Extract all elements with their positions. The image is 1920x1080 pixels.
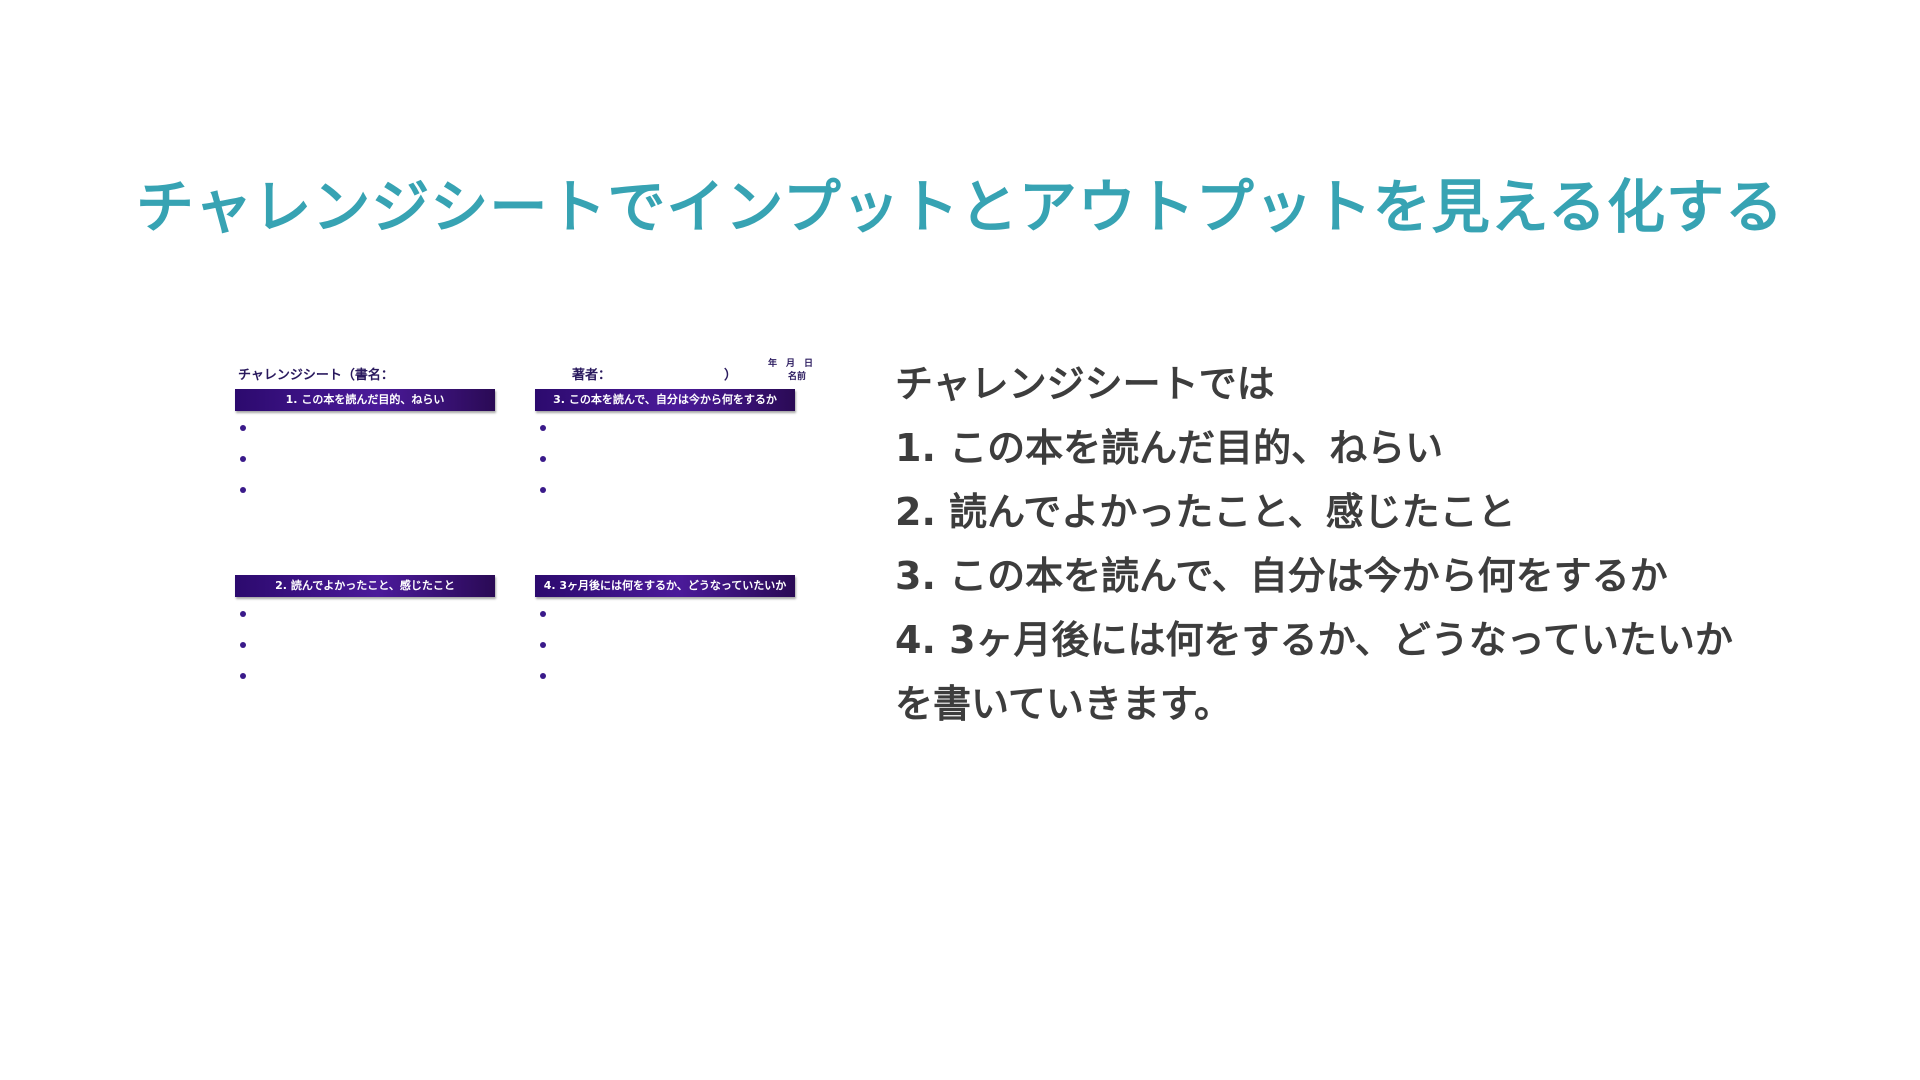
sheet-bullet-list <box>535 597 795 690</box>
sheet-section-action: 3. この本を読んで、自分は今から何をするか <box>535 389 795 504</box>
description-line-outro: を書いていきます。 <box>895 682 1233 726</box>
description-line-2: 2. 読んでよかったこと、感じたこと <box>895 490 1516 534</box>
challenge-sheet-thumbnail: チャレンジシート（書名： 著者： ） 年 月 日 名前 1. この本を読んだ目的… <box>230 350 814 700</box>
sheet-bullet-list <box>235 411 495 504</box>
sheet-bullet <box>535 597 795 628</box>
sheet-bullet <box>535 473 795 504</box>
description-line-3: 3. この本を読んで、自分は今から何をするか <box>895 554 1668 598</box>
sheet-author-label: 著者： <box>572 368 612 383</box>
sheet-bullet <box>535 659 795 690</box>
sheet-section-impressions: 2. 読んでよかったこと、感じたこと <box>235 575 495 690</box>
sheet-section-future: 4. 3ヶ月後には何をするか、どうなっていたいか <box>535 575 795 690</box>
sheet-bullet <box>235 411 495 442</box>
description-line-intro: チャレンジシートでは <box>895 362 1275 406</box>
sheet-header: チャレンジシート（書名： 著者： ） 年 月 日 名前 <box>230 356 814 386</box>
sheet-date-label: 年 月 日 <box>768 359 814 369</box>
sheet-bullet-list <box>235 597 495 690</box>
description-line-4: 4. 3ヶ月後には何をするか、どうなっていたいか <box>895 618 1733 662</box>
sheet-bullet <box>235 442 495 473</box>
sheet-bullet <box>535 411 795 442</box>
sheet-bullet <box>535 442 795 473</box>
slide-title: チャレンジシートでインプットとアウトプットを見える化する <box>136 173 1784 241</box>
sheet-section-header: 2. 読んでよかったこと、感じたこと <box>235 575 495 597</box>
sheet-name-label: 名前 <box>788 372 807 382</box>
sheet-bullet-list <box>535 411 795 504</box>
sheet-section-header: 1. この本を読んだ目的、ねらい <box>235 389 495 411</box>
description-text: チャレンジシートでは 1. この本を読んだ目的、ねらい 2. 読んでよかったこと… <box>895 352 1733 736</box>
description-line-1: 1. この本を読んだ目的、ねらい <box>895 426 1444 470</box>
sheet-close-paren: ） <box>724 368 738 383</box>
sheet-bullet <box>235 628 495 659</box>
sheet-title-label: チャレンジシート（書名： <box>238 368 394 383</box>
sheet-section-purpose: 1. この本を読んだ目的、ねらい <box>235 389 495 504</box>
sheet-section-header: 4. 3ヶ月後には何をするか、どうなっていたいか <box>535 575 795 597</box>
sheet-bullet <box>235 473 495 504</box>
sheet-bullet <box>235 597 495 628</box>
sheet-section-header: 3. この本を読んで、自分は今から何をするか <box>535 389 795 411</box>
sheet-bullet <box>235 659 495 690</box>
sheet-bullet <box>535 628 795 659</box>
